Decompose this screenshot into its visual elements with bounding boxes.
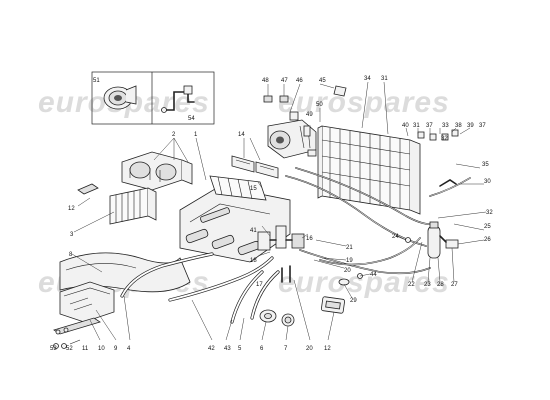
label-30: 30 <box>484 179 491 185</box>
label-41: 41 <box>250 228 257 234</box>
label-37-b: 37 <box>479 123 486 129</box>
label-42: 42 <box>208 346 215 352</box>
label-25: 25 <box>484 224 491 230</box>
heater-box-part <box>179 185 291 263</box>
label-23: 23 <box>424 282 431 288</box>
label-20-right: 20 <box>344 268 351 274</box>
label-16: 16 <box>306 236 313 242</box>
condenser-part <box>317 125 421 215</box>
label-3: 3 <box>70 232 74 238</box>
label-2: 2 <box>172 132 176 138</box>
label-12-bottom: 12 <box>324 346 331 352</box>
label-32-top: 32 <box>441 136 448 142</box>
label-31-right: 31 <box>413 123 420 129</box>
evaporator-core-part <box>109 187 157 225</box>
label-24: 24 <box>392 234 399 240</box>
label-4: 4 <box>127 346 131 352</box>
water-valve-part <box>257 225 305 283</box>
drain-hose-part <box>120 252 214 298</box>
label-46: 46 <box>296 78 303 84</box>
label-18: 18 <box>250 258 257 264</box>
grommet-part <box>259 309 277 323</box>
label-8: 8 <box>69 252 73 258</box>
label-43: 43 <box>224 346 231 352</box>
blower-housing-part <box>121 151 193 191</box>
label-7: 7 <box>284 346 288 352</box>
label-14: 14 <box>238 132 245 138</box>
label-51: 51 <box>93 78 100 84</box>
label-38: 38 <box>455 123 462 129</box>
outlet-vent-part <box>320 296 346 314</box>
label-19: 19 <box>346 258 353 264</box>
label-6: 6 <box>260 346 264 352</box>
label-52: 52 <box>66 346 73 352</box>
label-45: 45 <box>319 78 326 84</box>
inset-box <box>91 71 215 125</box>
label-44: 44 <box>370 272 377 278</box>
label-29: 29 <box>350 298 357 304</box>
label-26: 26 <box>484 237 491 243</box>
round-vent-part <box>281 313 295 327</box>
label-33: 33 <box>442 123 449 129</box>
receiver-drier-part <box>427 221 459 259</box>
label-47: 47 <box>281 78 288 84</box>
heater-matrix-part <box>209 175 267 201</box>
label-1: 1 <box>194 132 198 138</box>
label-34: 34 <box>364 76 371 82</box>
label-53: 53 <box>50 346 57 352</box>
label-12-top: 12 <box>68 206 75 212</box>
label-11: 11 <box>82 346 89 352</box>
label-21: 21 <box>346 245 353 251</box>
label-15: 15 <box>250 186 257 192</box>
label-35: 35 <box>482 162 489 168</box>
leader-lines <box>71 81 487 341</box>
watermark: eurospares <box>278 86 450 119</box>
label-31-top: 31 <box>381 76 388 82</box>
label-9: 9 <box>114 346 118 352</box>
blower-motor-part <box>103 85 137 110</box>
bracket-part <box>161 85 195 113</box>
label-37-a: 37 <box>426 123 433 129</box>
label-28: 28 <box>437 282 444 288</box>
heater-hoses-part <box>168 256 280 324</box>
fan-icon <box>333 85 347 97</box>
lower-duct-part <box>53 281 115 335</box>
label-32-right: 32 <box>486 210 493 216</box>
label-22: 22 <box>408 282 415 288</box>
label-39: 39 <box>467 123 474 129</box>
label-54: 54 <box>188 116 195 122</box>
label-5: 5 <box>238 346 242 352</box>
label-50: 50 <box>316 102 323 108</box>
small-clip-part <box>338 278 350 286</box>
label-48: 48 <box>262 78 269 84</box>
air-vent-flaps-part <box>231 155 279 179</box>
label-40: 40 <box>402 123 409 129</box>
label-27: 27 <box>451 282 458 288</box>
label-10: 10 <box>98 346 105 352</box>
label-49: 49 <box>306 112 313 118</box>
inlet-flap-part <box>77 183 99 195</box>
screws-part <box>53 339 81 349</box>
label-17: 17 <box>256 282 263 288</box>
label-20-bottom: 20 <box>306 346 313 352</box>
part-labels: 51 54 2 1 14 15 12 3 8 48 47 46 45 50 49… <box>50 76 493 352</box>
connectors-part <box>357 129 459 279</box>
